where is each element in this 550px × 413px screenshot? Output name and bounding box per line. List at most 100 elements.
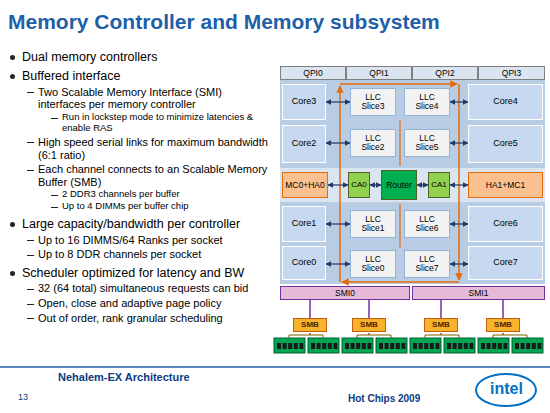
bullet-list: Dual memory controllersBuffered interfac… (8, 50, 272, 324)
bullet-item: Up to 4 DIMMs per buffer chip (8, 201, 272, 212)
dram-chip (351, 343, 355, 349)
lower-core-region (280, 202, 545, 284)
footer-event: Hot Chips 2009 (348, 393, 420, 404)
bullet-text: Up to 4 DIMMs per buffer chip (62, 200, 189, 211)
ring-bus (340, 83, 457, 85)
bullet-dash (27, 92, 34, 93)
node-text: LLC Slice2 (358, 134, 388, 152)
ddr-channel (441, 333, 459, 338)
node-text: CA1 (431, 181, 447, 189)
node-text: SMB (301, 321, 319, 329)
dram-chip (317, 343, 321, 349)
slide-title: Memory Controller and Memory subsystem (8, 10, 440, 34)
ring-bus (458, 84, 460, 280)
node-text: QPI3 (502, 69, 521, 78)
dram-chip (464, 343, 468, 349)
core-box: Core6 (468, 206, 543, 242)
bus-arrow (450, 142, 468, 143)
footer-title: Nehalem-EX Architecture (58, 371, 190, 383)
bullet-item: High speed serial links for maximum band… (8, 136, 272, 161)
dram-chip (498, 343, 502, 349)
dram-chip (322, 343, 326, 349)
dimm-module (444, 338, 475, 353)
bullet-text: Buffered interface (22, 69, 120, 83)
smi-link (440, 300, 442, 318)
bullet-dot (10, 55, 15, 60)
bullet-dash (27, 255, 34, 256)
ddr-channel (425, 333, 441, 338)
bullet-item: Two Scalable Memory Interface (SMI) inte… (8, 86, 272, 111)
bullet-item: Scheduler optimized for latency and BW (8, 266, 272, 280)
dram-chip (526, 343, 530, 349)
dram-chip (435, 343, 439, 349)
dram-chip (503, 343, 507, 349)
caching-agent: CA1 (428, 172, 450, 198)
dram-chip (333, 343, 337, 349)
node-text: CA0 (351, 181, 367, 189)
ddr-channel (503, 333, 527, 338)
bullet-dash (27, 170, 34, 171)
ddr-channel (289, 333, 310, 338)
ddr-channel (369, 333, 391, 338)
bus-arrow (450, 223, 468, 224)
dram-chip (515, 343, 519, 349)
ring-bus (339, 86, 341, 282)
smi-link (368, 300, 370, 318)
dram-chip (424, 343, 428, 349)
node-text: Core7 (493, 258, 518, 267)
dimm-module (308, 338, 339, 353)
bullet-text: Open, close and adaptive page policy (38, 297, 221, 309)
smi-link (502, 300, 504, 318)
bullet-dot (10, 74, 15, 79)
llc-slice: LLC Slice2 (350, 129, 396, 157)
bullet-item: Up to 16 DIMMS/64 Ranks per socket (8, 234, 272, 247)
dimm-module (342, 338, 373, 353)
bullet-dash (51, 207, 58, 208)
dram-chip (401, 343, 405, 349)
smi-interface: SMI0 (280, 286, 410, 300)
bullet-item: Out of order, rank granular scheduling (8, 312, 272, 325)
dram-chip (379, 343, 383, 349)
bullet-item: Dual memory controllers (8, 50, 272, 64)
dimm-module (478, 338, 509, 353)
node-text: MC0+HA0 (285, 181, 324, 190)
core-box: Core2 (282, 125, 326, 163)
dram-chip (345, 343, 349, 349)
dram-chip (299, 343, 303, 349)
core-box: Core4 (468, 84, 543, 120)
bullet-dash (27, 289, 34, 290)
dimm-module (376, 338, 407, 353)
node-text: Core5 (493, 139, 518, 148)
node-text: LLC Slice4 (412, 93, 442, 111)
node-text: Core4 (493, 97, 518, 106)
intel-logo-swoosh (476, 374, 536, 406)
bullet-text: Out of order, rank granular scheduling (38, 312, 223, 324)
dram-chip (537, 343, 541, 349)
bullet-text: Up to 8 DDR channels per socket (38, 248, 201, 260)
dram-chip (453, 343, 457, 349)
core-box: Core7 (468, 246, 543, 280)
bus-arrow (326, 223, 350, 224)
dram-chip (277, 343, 281, 349)
bullet-dot (10, 222, 15, 227)
dram-chip (492, 343, 496, 349)
bus-arrow (326, 142, 350, 143)
node-text: LLC Slice1 (358, 215, 388, 233)
node-text: LLC Slice3 (358, 93, 388, 111)
uncore-strip (280, 168, 545, 202)
dimm-module (512, 338, 543, 353)
bullet-dash (51, 118, 58, 119)
bullet-item: Buffered interface (8, 69, 272, 83)
llc-slice: LLC Slice4 (404, 88, 450, 116)
qpi-port: QPI3 (478, 66, 545, 80)
footer-rule (0, 366, 550, 368)
caching-agent: CA0 (348, 172, 370, 198)
dram-chip (288, 343, 292, 349)
bullet-text: High speed serial links for maximum band… (38, 136, 268, 161)
bus-arrow (450, 101, 468, 102)
dram-chip (367, 343, 371, 349)
smi-interface: SMI1 (412, 286, 545, 300)
ring-bus (342, 281, 459, 283)
bus-arrow (450, 263, 468, 264)
memory-controller: HA1+MC1 (468, 172, 543, 198)
